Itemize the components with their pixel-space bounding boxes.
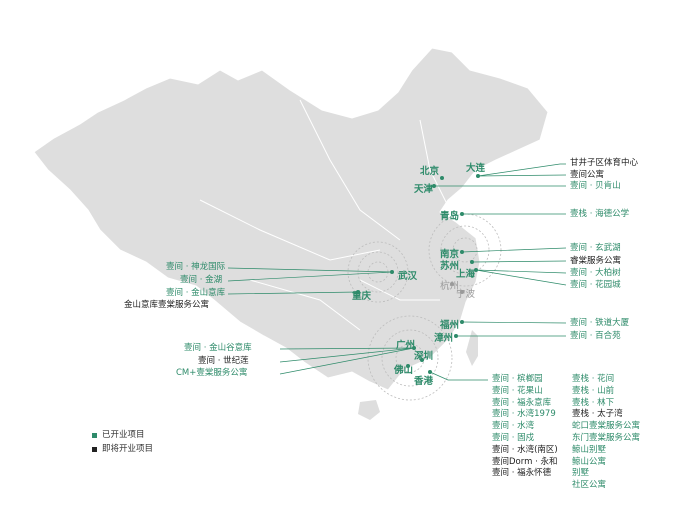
city-dalian: 大连 bbox=[466, 163, 486, 174]
label-wuhan-1: 壹间 · 神龙国际 bbox=[166, 262, 226, 272]
china-land-shape bbox=[33, 47, 549, 391]
city-shenzhen: 深圳 bbox=[414, 351, 434, 362]
shenzhen-project-label: 壹间 · 水湾1979 bbox=[492, 409, 556, 420]
shenzhen-project-label: 壹间 · 水湾(南区) bbox=[492, 444, 558, 455]
legend-open-label: 已开业项目 bbox=[102, 430, 145, 440]
legend-open-swatch bbox=[92, 432, 97, 438]
shenzhen-project-label: 蛇口壹棠服务公寓 bbox=[572, 421, 641, 432]
label-tianjin-1: 壹间 · 贝肯山 bbox=[570, 181, 621, 191]
shenzhen-project-label: 壹间 · 福永意库 bbox=[492, 397, 552, 408]
label-wuhan-2: 壹间 · 金湖 bbox=[180, 275, 223, 285]
shenzhen-project-label: 壹间 · 福永怀德 bbox=[492, 468, 552, 479]
shenzhen-project-label: 社区公寓 bbox=[572, 480, 607, 491]
hainan-shape bbox=[358, 400, 380, 420]
label-suzhou-1: 睿棠服务公寓 bbox=[570, 256, 622, 266]
taiwan-shape bbox=[466, 330, 478, 366]
shenzhen-list-col2: 壹栈 · 花间壹栈 · 山前壹栈 · 林下壹栈 · 太子湾蛇口壹棠服务公寓东门壹… bbox=[572, 374, 640, 492]
shenzhen-project-label: 壹间 · 固戍 bbox=[492, 432, 535, 443]
leader-lines-right bbox=[429, 163, 567, 381]
label-chongqing-2: 金山意库壹棠服务公寓 bbox=[124, 300, 210, 310]
label-guangzhou-2: 壹间 · 世纪莲 bbox=[198, 356, 249, 366]
label-fuzhou-1: 壹间 · 铁道大厦 bbox=[570, 318, 630, 328]
legend-soon-swatch bbox=[92, 446, 97, 452]
city-qingdao: 青岛 bbox=[440, 211, 460, 222]
shenzhen-project-label: 壹间Dorm · 永和 bbox=[492, 456, 558, 467]
legend-soon: 即将开业项目 bbox=[92, 442, 153, 456]
city-fuzhou: 福州 bbox=[440, 320, 460, 331]
city-ningbo: 宁波 bbox=[456, 289, 476, 300]
label-qingdao-1: 壹栈 · 海德公学 bbox=[570, 209, 630, 219]
label-guangzhou-3: CM+壹棠服务公寓 bbox=[176, 368, 248, 378]
shenzhen-project-label: 壹栈 · 山前 bbox=[572, 385, 615, 396]
city-zhangzhou: 漳州 bbox=[434, 333, 454, 344]
shenzhen-project-label: 别墅 bbox=[572, 468, 590, 479]
label-shanghai-2: 壹间 · 花园城 bbox=[570, 280, 621, 290]
legend-open: 已开业项目 bbox=[92, 428, 153, 442]
shenzhen-project-label: 壹栈 · 太子湾 bbox=[572, 409, 623, 420]
city-wuhan: 武汉 bbox=[398, 271, 418, 282]
city-hangzhou: 杭州 bbox=[440, 281, 460, 292]
leader-lines-left bbox=[227, 267, 415, 375]
city-suzhou: 苏州 bbox=[440, 261, 460, 272]
shenzhen-project-label: 壹栈 · 花间 bbox=[572, 374, 615, 384]
city-hongkong: 香港 bbox=[414, 376, 434, 387]
shenzhen-project-label: 壹栈 · 林下 bbox=[572, 397, 615, 408]
city-chongqing: 重庆 bbox=[352, 291, 372, 302]
province-borders bbox=[199, 99, 451, 331]
shenzhen-project-label: 壹间 · 花果山 bbox=[492, 385, 543, 396]
shenzhen-project-label: 壹间 · 槟榔园 bbox=[492, 374, 543, 384]
label-dalian-2: 壹间公寓 bbox=[570, 170, 605, 180]
label-guangzhou-1: 壹间 · 金山谷意库 bbox=[184, 343, 252, 353]
city-guangzhou: 广州 bbox=[396, 340, 416, 351]
shenzhen-project-label: 鲸山别墅 bbox=[572, 444, 607, 455]
label-zhangzhou-1: 壹间 · 百合苑 bbox=[570, 331, 621, 341]
legend-soon-label: 即将开业项目 bbox=[102, 444, 154, 454]
shenzhen-project-label: 鲸山公寓 bbox=[572, 456, 607, 467]
city-tianjin: 天津 bbox=[414, 184, 434, 195]
city-nanjing: 南京 bbox=[440, 249, 460, 260]
label-nanjing-1: 壹间 · 玄武湖 bbox=[570, 243, 621, 253]
city-foshan: 佛山 bbox=[394, 365, 414, 376]
label-shanghai-1: 壹间 · 大柏树 bbox=[570, 268, 621, 278]
city-shanghai: 上海 bbox=[456, 269, 476, 280]
city-beijing: 北京 bbox=[420, 166, 440, 177]
label-chongqing-1: 壹间 · 金山意库 bbox=[166, 288, 226, 298]
legend: 已开业项目 即将开业项目 bbox=[92, 428, 153, 456]
shenzhen-project-label: 壹间 · 水湾 bbox=[492, 421, 535, 432]
grey-city-dots bbox=[450, 282, 464, 294]
radar-rings-south bbox=[367, 315, 453, 401]
label-dalian-1: 甘井子区体育中心 bbox=[570, 158, 639, 168]
shenzhen-project-label: 东门壹棠服务公寓 bbox=[572, 432, 641, 443]
